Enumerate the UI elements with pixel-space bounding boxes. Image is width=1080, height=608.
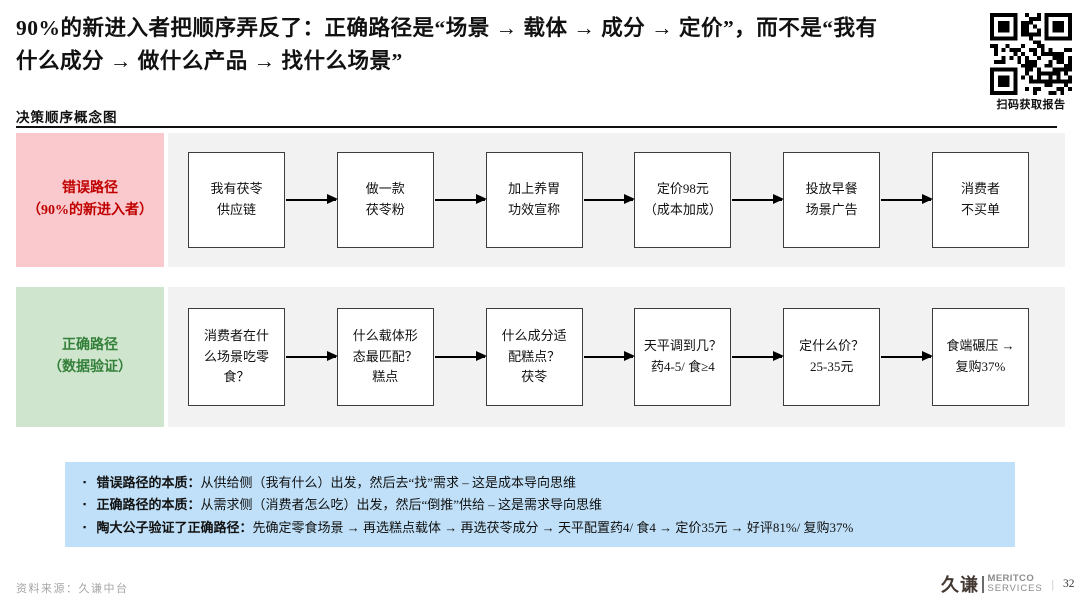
arrow-right-icon bbox=[881, 195, 933, 203]
flow-step-box: 消费者 不买单 bbox=[931, 152, 1029, 248]
bullet-lead: 陶大公子验证了正确路径： bbox=[96, 519, 253, 535]
flow-step-box: 天平调到几？ 药4-5/ 食≥4 bbox=[634, 308, 732, 406]
flow-track: 消费者在什 么场景吃零 食？ 什么载体形 态最匹配？ 糕点 什么成分适 配糕点？… bbox=[168, 287, 1065, 427]
bullet-item: 正确路径的本质：从需求侧（消费者怎么吃）出发，然后“倒推”供给 – 这是需求导向… bbox=[83, 494, 997, 516]
flow-step-box: 定什么价？ 25-35元 bbox=[783, 308, 881, 406]
insight-box: 错误路径的本质：从供给侧（我有什么）出发，然后去“找”需求 – 这是成本导向思维… bbox=[65, 462, 1015, 547]
arrow-right-icon bbox=[583, 195, 636, 203]
page-title: 90%的新进入者把顺序弄反了：正确路径是“场景 → 载体 → 成分 → 定价”，… bbox=[16, 16, 878, 74]
flow-step-box: 做一款 茯苓粉 bbox=[336, 152, 434, 248]
footer-pipe: | bbox=[1051, 576, 1054, 591]
caption-divider bbox=[16, 126, 1057, 128]
arrow-right-icon bbox=[881, 352, 933, 360]
logo-en-line1: MERITCO bbox=[987, 573, 1035, 585]
bullet-item: 陶大公子验证了正确路径：先确定零食场景 → 再选糕点载体 → 再选茯苓成分 → … bbox=[83, 517, 997, 539]
flow-row-correct-path: 正确路径 （数据验证） 消费者在什 么场景吃零 食？ 什么载体形 态最匹配？ 糕… bbox=[0, 287, 1080, 427]
logo-en-text: MERITCO SERVICES bbox=[988, 574, 1043, 594]
arrow-right-icon bbox=[732, 195, 784, 203]
arrow-right-icon bbox=[286, 352, 338, 360]
arrow-right-icon bbox=[434, 352, 487, 360]
bullet-lead: 正确路径的本质： bbox=[96, 497, 201, 513]
bullet-text: 从供给侧（我有什么）出发，然后去“找”需求 – 这是成本导向思维 bbox=[200, 475, 577, 490]
bullet-item: 错误路径的本质：从供给侧（我有什么）出发，然后去“找”需求 – 这是成本导向思维 bbox=[83, 472, 997, 494]
logo-cn-text: 久谦 bbox=[941, 575, 979, 595]
source-note: 资料来源：久谦中台 bbox=[16, 583, 129, 595]
arrow-right-icon bbox=[732, 352, 784, 360]
flow-track: 我有茯苓 供应链 做一款 茯苓粉 加上养胃 功效宣称 定价98元 （成本加成） … bbox=[168, 133, 1065, 267]
arrow-right-icon bbox=[583, 352, 636, 360]
logo-divider bbox=[982, 575, 984, 593]
diagram-caption: 决策顺序概念图 bbox=[16, 110, 118, 125]
qr-code bbox=[990, 13, 1072, 95]
qr-caption: 扫码获取报告 bbox=[996, 99, 1066, 111]
page-number: 32 bbox=[1062, 578, 1075, 590]
flow-step-box: 什么载体形 态最匹配？ 糕点 bbox=[336, 308, 434, 406]
row-label-wrong-path: 错误路径 （90%的新进入者） bbox=[16, 133, 164, 267]
bullet-text: 先确定零食场景 → 再选糕点载体 → 再选茯苓成分 → 天平配置药4/ 食4 →… bbox=[252, 519, 854, 535]
flow-step-box: 我有茯苓 供应链 bbox=[188, 152, 285, 248]
bullet-lead: 错误路径的本质： bbox=[96, 475, 201, 490]
flow-step-box: 食端碾压 → 复购37% bbox=[931, 308, 1029, 406]
flow-step-box: 消费者在什 么场景吃零 食？ bbox=[188, 308, 285, 406]
flow-step-box: 定价98元 （成本加成） bbox=[634, 152, 732, 248]
flow-step-box: 加上养胃 功效宣称 bbox=[485, 152, 583, 248]
flow-step-box: 什么成分适 配糕点？ 茯苓 bbox=[485, 308, 583, 406]
flow-step-box: 投放早餐 场景广告 bbox=[783, 152, 881, 248]
arrow-right-icon bbox=[434, 195, 487, 203]
company-logo: 久谦 MERITCO SERVICES | 32 bbox=[941, 571, 1074, 597]
arrow-right-icon bbox=[286, 195, 338, 203]
flow-row-wrong-path: 错误路径 （90%的新进入者） 我有茯苓 供应链 做一款 茯苓粉 加上养胃 功效… bbox=[0, 133, 1080, 267]
logo-en-line2: SERVICES bbox=[987, 583, 1043, 594]
row-label-correct-path: 正确路径 （数据验证） bbox=[16, 287, 164, 427]
bullet-text: 从需求侧（消费者怎么吃）出发，然后“倒推”供给 – 这是需求导向思维 bbox=[200, 497, 603, 513]
